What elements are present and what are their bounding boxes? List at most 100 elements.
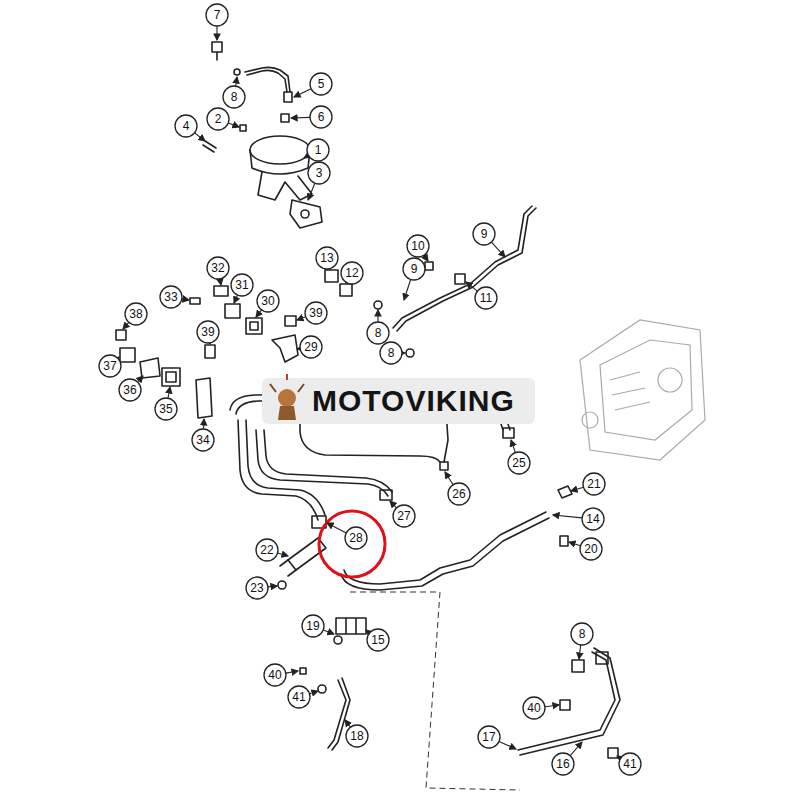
callout-circle [582, 508, 604, 530]
callout-number: 41 [623, 757, 636, 771]
callout-circle [160, 286, 182, 308]
leader-line [579, 645, 581, 659]
leader-line [304, 155, 308, 158]
illustration-part [336, 618, 366, 634]
callout-circle [155, 398, 177, 420]
illustration-part [238, 420, 318, 520]
callout-circle [346, 725, 368, 747]
callout-circle [407, 235, 429, 257]
illustration-part [162, 368, 180, 386]
watermark: MOTOVIKING [312, 384, 515, 418]
callout-circle [475, 287, 497, 309]
callout-number: 39 [201, 325, 214, 339]
leader-line [182, 299, 189, 300]
callout-number: 20 [584, 542, 597, 556]
callout-number: 17 [482, 730, 495, 744]
callout-circle [288, 686, 310, 708]
leader-line [216, 26, 217, 40]
callout-circle [380, 342, 402, 364]
leader-line [545, 705, 559, 707]
callout-number: 40 [527, 701, 540, 715]
callout-number: 29 [304, 340, 317, 354]
leader-line [390, 501, 396, 508]
callout-number: 39 [309, 306, 322, 320]
leader-line [195, 133, 205, 141]
leader-line [345, 720, 350, 727]
callout-circle [619, 753, 641, 775]
callout-number: 8 [579, 627, 586, 641]
leader-line [256, 310, 261, 317]
illustration-part [247, 70, 287, 92]
callout-number: 13 [320, 251, 333, 265]
illustration-part [278, 389, 296, 407]
leader-line [236, 77, 237, 86]
leader-line [491, 242, 505, 257]
callout-circle [393, 505, 415, 527]
illustration-part [580, 320, 705, 460]
callout-number: 3 [316, 166, 323, 180]
leader-line [569, 542, 581, 546]
callout-number: 35 [159, 402, 172, 416]
illustration-part [225, 304, 240, 318]
illustration-part [140, 358, 160, 378]
callout-circle [264, 664, 286, 686]
callout-circle [403, 258, 425, 280]
callout-number: 8 [231, 90, 238, 104]
illustration-part [250, 136, 310, 164]
illustration-part [116, 330, 126, 340]
illustration-part [301, 210, 309, 218]
illustration-part [256, 430, 388, 496]
callout-circle [552, 753, 574, 775]
illustration-part [205, 345, 215, 358]
illustration-part [250, 150, 310, 174]
callout-number: 9 [481, 227, 488, 241]
callout-number: 40 [268, 668, 281, 682]
callout-circle [310, 73, 332, 95]
leader-line [228, 123, 239, 127]
illustration-part [270, 384, 304, 392]
illustration-part [290, 200, 322, 228]
leader-line [511, 440, 515, 453]
parts-lines [116, 42, 620, 758]
illustration-part [328, 680, 346, 748]
callout-number: 12 [345, 266, 358, 280]
callout-number: 9 [411, 262, 418, 276]
callout-number: 7 [214, 8, 221, 22]
callout-number: 16 [556, 757, 569, 771]
callout-circle [508, 452, 530, 474]
callout-circle [571, 623, 593, 645]
illustration-part [380, 490, 392, 500]
illustration-part [278, 406, 296, 420]
illustration-part [300, 668, 306, 674]
illustration-part [278, 581, 286, 589]
callout-circle [125, 303, 147, 325]
leader-line [268, 585, 277, 587]
illustration-part [272, 335, 298, 362]
illustration-part [203, 141, 216, 152]
callout-number: 15 [371, 633, 384, 647]
callout-circle [473, 223, 495, 245]
leader-line [278, 553, 288, 556]
callout-circle [223, 86, 245, 108]
leader-line [424, 255, 428, 261]
illustration-part [214, 286, 228, 296]
callout-circle [367, 629, 389, 651]
illustration-part [246, 420, 325, 515]
illustration-part [284, 92, 292, 102]
illustration-part [341, 518, 549, 590]
callout-circle [310, 106, 332, 128]
callout-circle [246, 577, 268, 599]
leader-line [327, 523, 346, 533]
leader-line [499, 741, 516, 749]
callout-number: 8 [388, 346, 395, 360]
illustration-part [212, 42, 222, 60]
callout-number: 25 [512, 456, 525, 470]
callout-number: 5 [318, 77, 325, 91]
illustration-part [520, 648, 620, 755]
illustration-part [600, 340, 692, 440]
callout-circle [308, 162, 330, 184]
illustration-part [285, 316, 296, 326]
leader-line [377, 310, 378, 322]
callout-number: 30 [261, 294, 274, 308]
